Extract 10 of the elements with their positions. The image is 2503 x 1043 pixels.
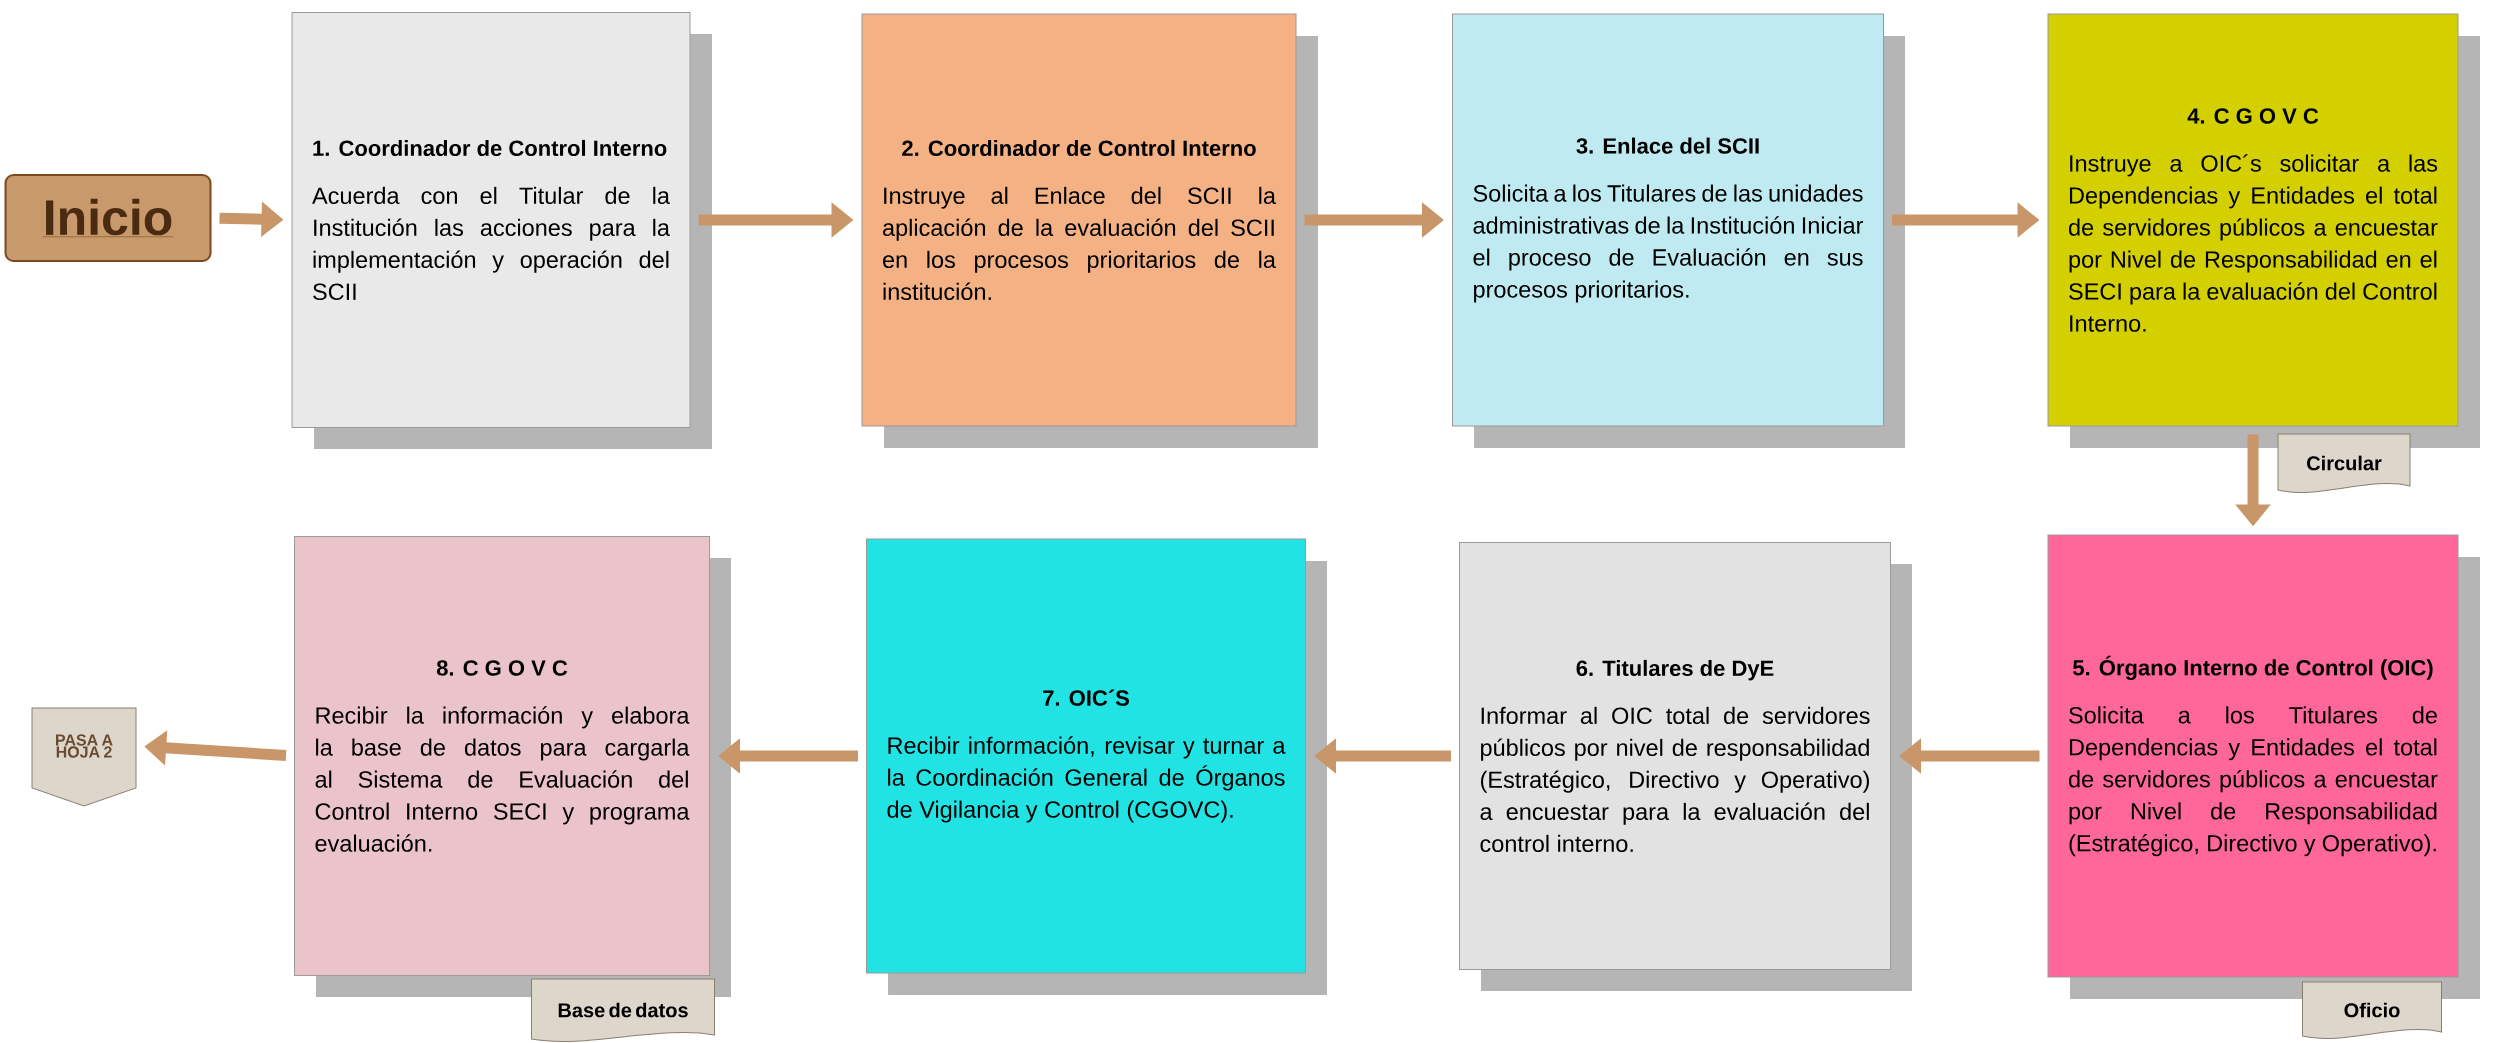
process-box: 1. Coordinador de Control Interno Acuerda con el Titular de la Institución las acciones para la implementación y operación del SCII <box>291 12 712 449</box>
process-box: 6. Titulares de DyE Informar al OIC total de servidores públicos por nivel de responsabilidad (Estratégico, Directivo y Operativo) a encuestar para la evaluación del control interno. <box>1459 542 1912 991</box>
process-box: 4. C G O V C Instruye a OIC´s solicitar a las Dependencias y Entidades el total de servidores públicos a encuestar por Nivel de Responsabilidad en el SECI para la evaluación del Control Interno. <box>2047 13 2480 448</box>
process-box: 8. C G O V C Recibir la información y elabora la base de datos para cargarla al Sistema de Evaluación del Control Interno SECI y programa evaluación. <box>294 536 731 997</box>
process-box: 5. Órgano Interno de Control (OIC) Solicita a los Titulares de Dependencias y Entidades el total de servidores públicos a encuestar por Nivel de Responsabilidad (Estratégico, Directivo y Operativo). <box>2047 534 2480 999</box>
process-box: 2. Coordinador de Control Interno Instruye al Enlace del SCII la aplicación de la evaluación del SCII en los procesos prioritarios de la institución. <box>861 13 1318 448</box>
process-box: 3. Enlace del SCII Solicita a los Titulares de las unidades administrativas de la Institución Iniciar el proceso de Evaluación en sus procesos prioritarios. <box>1452 13 1905 448</box>
process-box: 7. OIC´S Recibir información, revisar y turnar a la Coordinación General de Órganos de Vigilancia y Control (CGOVC). <box>866 538 1327 995</box>
start-box: Inicio <box>4 174 212 262</box>
offpage-connector: PASA A HOJA 2 <box>31 707 137 807</box>
